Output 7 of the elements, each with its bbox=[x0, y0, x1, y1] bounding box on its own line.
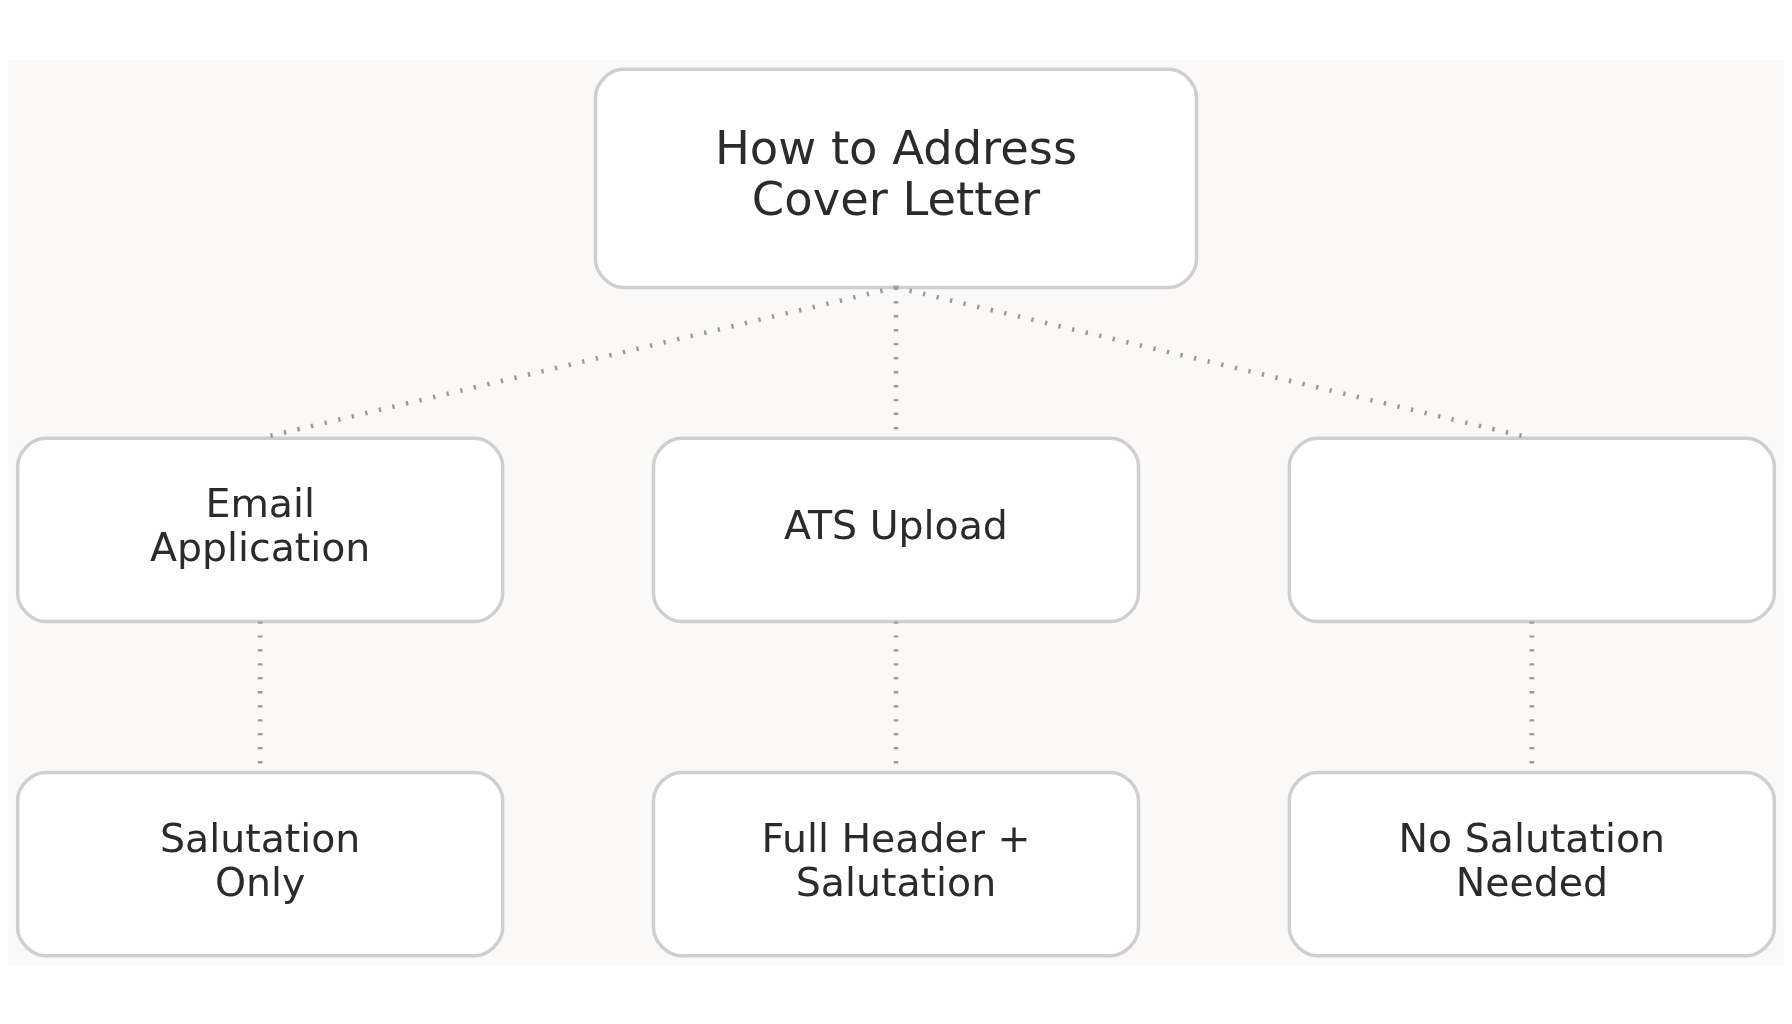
node-box bbox=[1287, 436, 1777, 623]
node-box: Email Application bbox=[15, 436, 505, 623]
node-box: Salutation Only bbox=[15, 770, 505, 957]
node-box: ATS Upload bbox=[651, 436, 1141, 623]
node-box: No Salutation Needed bbox=[1287, 770, 1777, 957]
node-box: How to Address Cover Letter bbox=[593, 67, 1199, 289]
node-box: Full Header + Salutation bbox=[651, 770, 1141, 957]
